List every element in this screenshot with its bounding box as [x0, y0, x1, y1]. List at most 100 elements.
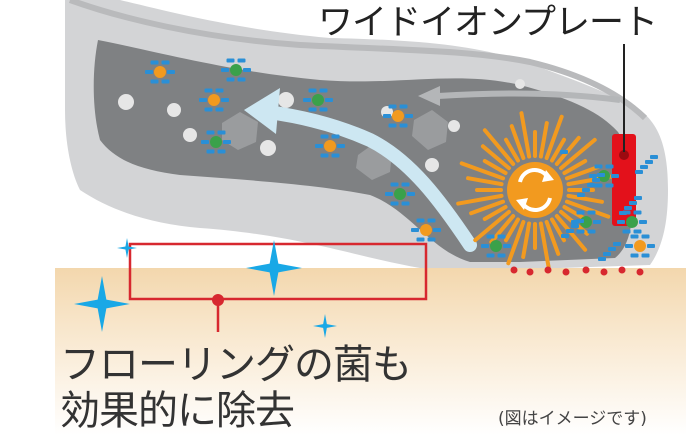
ion-minus: [390, 201, 399, 206]
ion-core: [626, 216, 638, 228]
ion-minus: [630, 234, 639, 239]
brush-bristle: [538, 121, 549, 159]
ion-minus: [407, 192, 415, 196]
ion-minus: [647, 244, 655, 248]
ion-minus: [598, 257, 606, 261]
ion-minus: [486, 253, 495, 258]
ion-cluster-icon: [625, 234, 655, 258]
ion-minus: [486, 234, 495, 239]
ion-minus: [217, 130, 226, 135]
floor-area-frame: [128, 242, 428, 301]
ion-minus: [617, 220, 625, 224]
ion-minus: [201, 140, 209, 144]
ion-core: [490, 240, 502, 252]
ion-minus: [589, 174, 597, 178]
floor: [55, 268, 686, 435]
ion-minus: [650, 155, 658, 159]
ion-minus: [576, 210, 585, 215]
ion-minus: [639, 220, 647, 224]
ion-minus: [204, 107, 213, 112]
sparkle-icon: [246, 240, 302, 296]
debris: [260, 140, 276, 156]
ion-minus: [613, 242, 621, 246]
ion-minus: [560, 150, 568, 154]
ion-minus: [161, 79, 170, 84]
ion-minus: [603, 252, 611, 256]
caption-line-2: 効果的に除去: [60, 388, 295, 434]
ion-minus: [587, 229, 596, 234]
brush-bristle: [482, 159, 508, 175]
brush-bristle: [504, 217, 520, 243]
ion-minus: [411, 228, 419, 232]
ion-minus: [331, 134, 340, 139]
ion-minus: [401, 201, 410, 206]
ion-minus: [399, 123, 408, 128]
brush-bristle: [509, 124, 526, 161]
debris-rock: [222, 112, 258, 150]
ion-minus: [315, 144, 323, 148]
ion-minus: [401, 182, 410, 187]
ion-minus: [503, 244, 511, 248]
ion-core: [230, 64, 242, 76]
ion-cluster-icon: [481, 234, 511, 258]
brush-bristle: [562, 205, 588, 221]
ion-minus: [161, 60, 170, 65]
ion-minus: [215, 107, 224, 112]
ion-minus: [433, 228, 441, 232]
sparkle-icon: [117, 238, 137, 258]
brush-bristle: [506, 219, 526, 266]
ion-minus: [481, 244, 489, 248]
brush-bristle: [538, 221, 551, 269]
ion-minus: [634, 196, 642, 200]
ion-minus: [605, 164, 614, 169]
caption-line-1: フローリングの菌も: [60, 342, 412, 388]
ion-minus: [633, 229, 642, 234]
brush-bristle: [544, 114, 564, 161]
ion-minus: [217, 149, 226, 154]
ion-core: [392, 110, 404, 122]
ion-minus: [308, 88, 317, 93]
debris: [515, 79, 525, 89]
ion-cluster-icon: [199, 88, 229, 112]
brush-bristle: [519, 111, 532, 159]
ion-cluster-icon: [383, 104, 413, 128]
ion-minus: [497, 234, 506, 239]
bacteria-dot: [636, 268, 644, 276]
ion-minus: [243, 68, 251, 72]
ion-minus: [497, 253, 506, 258]
debris: [167, 103, 181, 117]
brush-bristle: [466, 176, 504, 187]
cleaner-top-edge: [68, 0, 648, 121]
bacteria-dot: [510, 266, 518, 274]
bacteria-dot: [618, 266, 626, 274]
ion-minus: [206, 130, 215, 135]
ion-minus: [237, 58, 246, 63]
ion-minus: [622, 229, 631, 234]
ion-minus: [594, 164, 603, 169]
ion-minus: [576, 229, 585, 234]
ion-core: [154, 66, 166, 78]
floor-bacteria: [510, 266, 644, 276]
debris-rock: [412, 110, 448, 150]
brush-bristle: [544, 219, 561, 256]
ion-minus: [566, 229, 574, 233]
ion-cluster-icon: [221, 58, 251, 82]
brush-bristle: [559, 137, 597, 171]
brush-bristle: [482, 205, 508, 221]
ion-minus: [635, 170, 643, 174]
sparkle-icon: [74, 276, 130, 332]
rotation-arrowhead: [542, 170, 554, 182]
brush-bristle: [521, 221, 532, 259]
ion-cluster-icon: [145, 60, 175, 84]
ion-minus: [399, 104, 408, 109]
brush-bristle: [473, 209, 511, 243]
ion-minus: [226, 77, 235, 82]
ion-minus: [641, 253, 650, 258]
debris: [448, 120, 460, 132]
ion-minus: [150, 79, 159, 84]
ion-minus: [388, 104, 397, 109]
plate-label: ワイドイオンプレート: [318, 3, 658, 43]
airflow-arrowhead-secondary: [418, 86, 440, 106]
brush-bristle: [456, 193, 504, 206]
ion-minus: [199, 98, 207, 102]
